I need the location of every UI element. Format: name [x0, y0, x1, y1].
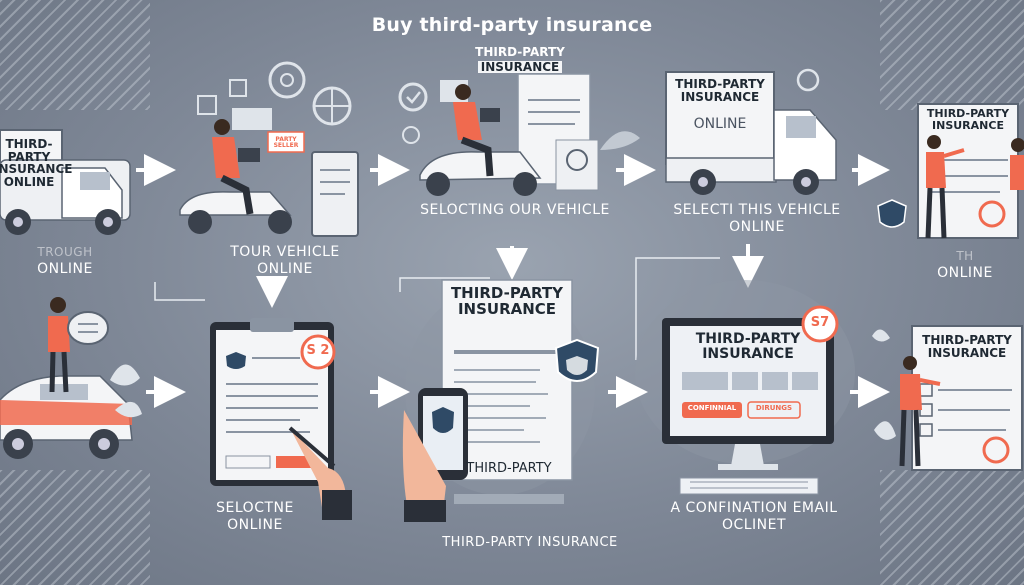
step3-caption: SELOCTING OUR VEHICLE: [420, 202, 610, 218]
step8-doc-heading: THIRD-PARTY INSURANCE: [450, 284, 564, 318]
step4-caption: SELECTI THIS VEHICLE ONLINE: [673, 202, 841, 235]
step10-checklist-illustration: [872, 325, 1023, 471]
step9-monitor-illustration: [635, 280, 855, 495]
step2-seller-badge: PARTY SELLER: [273, 136, 299, 150]
step9-secondary-button: DIRUNGS: [755, 404, 793, 412]
step3-doc-heading: THIRD-PARTY INSURANCE: [475, 45, 565, 74]
step6-car-illustration: [0, 297, 142, 459]
connector-lines: [154, 257, 720, 360]
corner-hatch-bottom-right: [880, 470, 1024, 585]
step1-caption: TROUGH ONLINE: [37, 245, 93, 277]
step1-sign-heading: THIRD-PARTY INSURANCE ONLINE: [0, 137, 73, 189]
step8-caption: THIRD-PARTY INSURANCE: [442, 535, 618, 550]
corner-hatch-top-left: [0, 0, 150, 110]
step7-price-badge: S 2: [306, 343, 330, 358]
step3-scooter-illustration: [398, 73, 640, 196]
step10-board-heading: THIRD-PARTY INSURANCE: [922, 333, 1012, 360]
step9-price-badge: S7: [810, 315, 830, 330]
step9-caption: A CONFINATION EMAIL OCLINET: [670, 500, 838, 533]
step7-form-illustration: [210, 318, 352, 520]
step5-board-heading: THIRD-PARTY INSURANCE: [926, 107, 1010, 132]
step2-caption: TOUR VEHICLE ONLINE: [230, 244, 340, 277]
step4-truck-heading: THIRD-PARTY INSURANCE ONLINE: [675, 77, 765, 133]
step8-doc-footer: THIRD-PARTY: [466, 461, 552, 476]
step8-document-illustration: [402, 279, 600, 522]
corner-hatch-top-right: [880, 0, 1024, 110]
step5-board-illustration: [877, 103, 1024, 239]
diagram-title: Buy third-party insurance: [371, 14, 653, 36]
step2-scooter-illustration: [179, 61, 359, 237]
step7-caption: SELOCTNE ONLINE: [216, 500, 294, 533]
step5-caption: TH ONLINE: [937, 249, 993, 281]
step9-confirm-button: CONFINNIAL: [687, 404, 737, 412]
flow-arrows-down: [256, 244, 764, 308]
corner-hatch-bottom-left: [0, 470, 150, 585]
step9-screen-heading: THIRD-PARTY INSURANCE: [695, 331, 801, 362]
step4-truck-illustration: [665, 68, 837, 195]
step1-van-illustration: [0, 129, 131, 235]
